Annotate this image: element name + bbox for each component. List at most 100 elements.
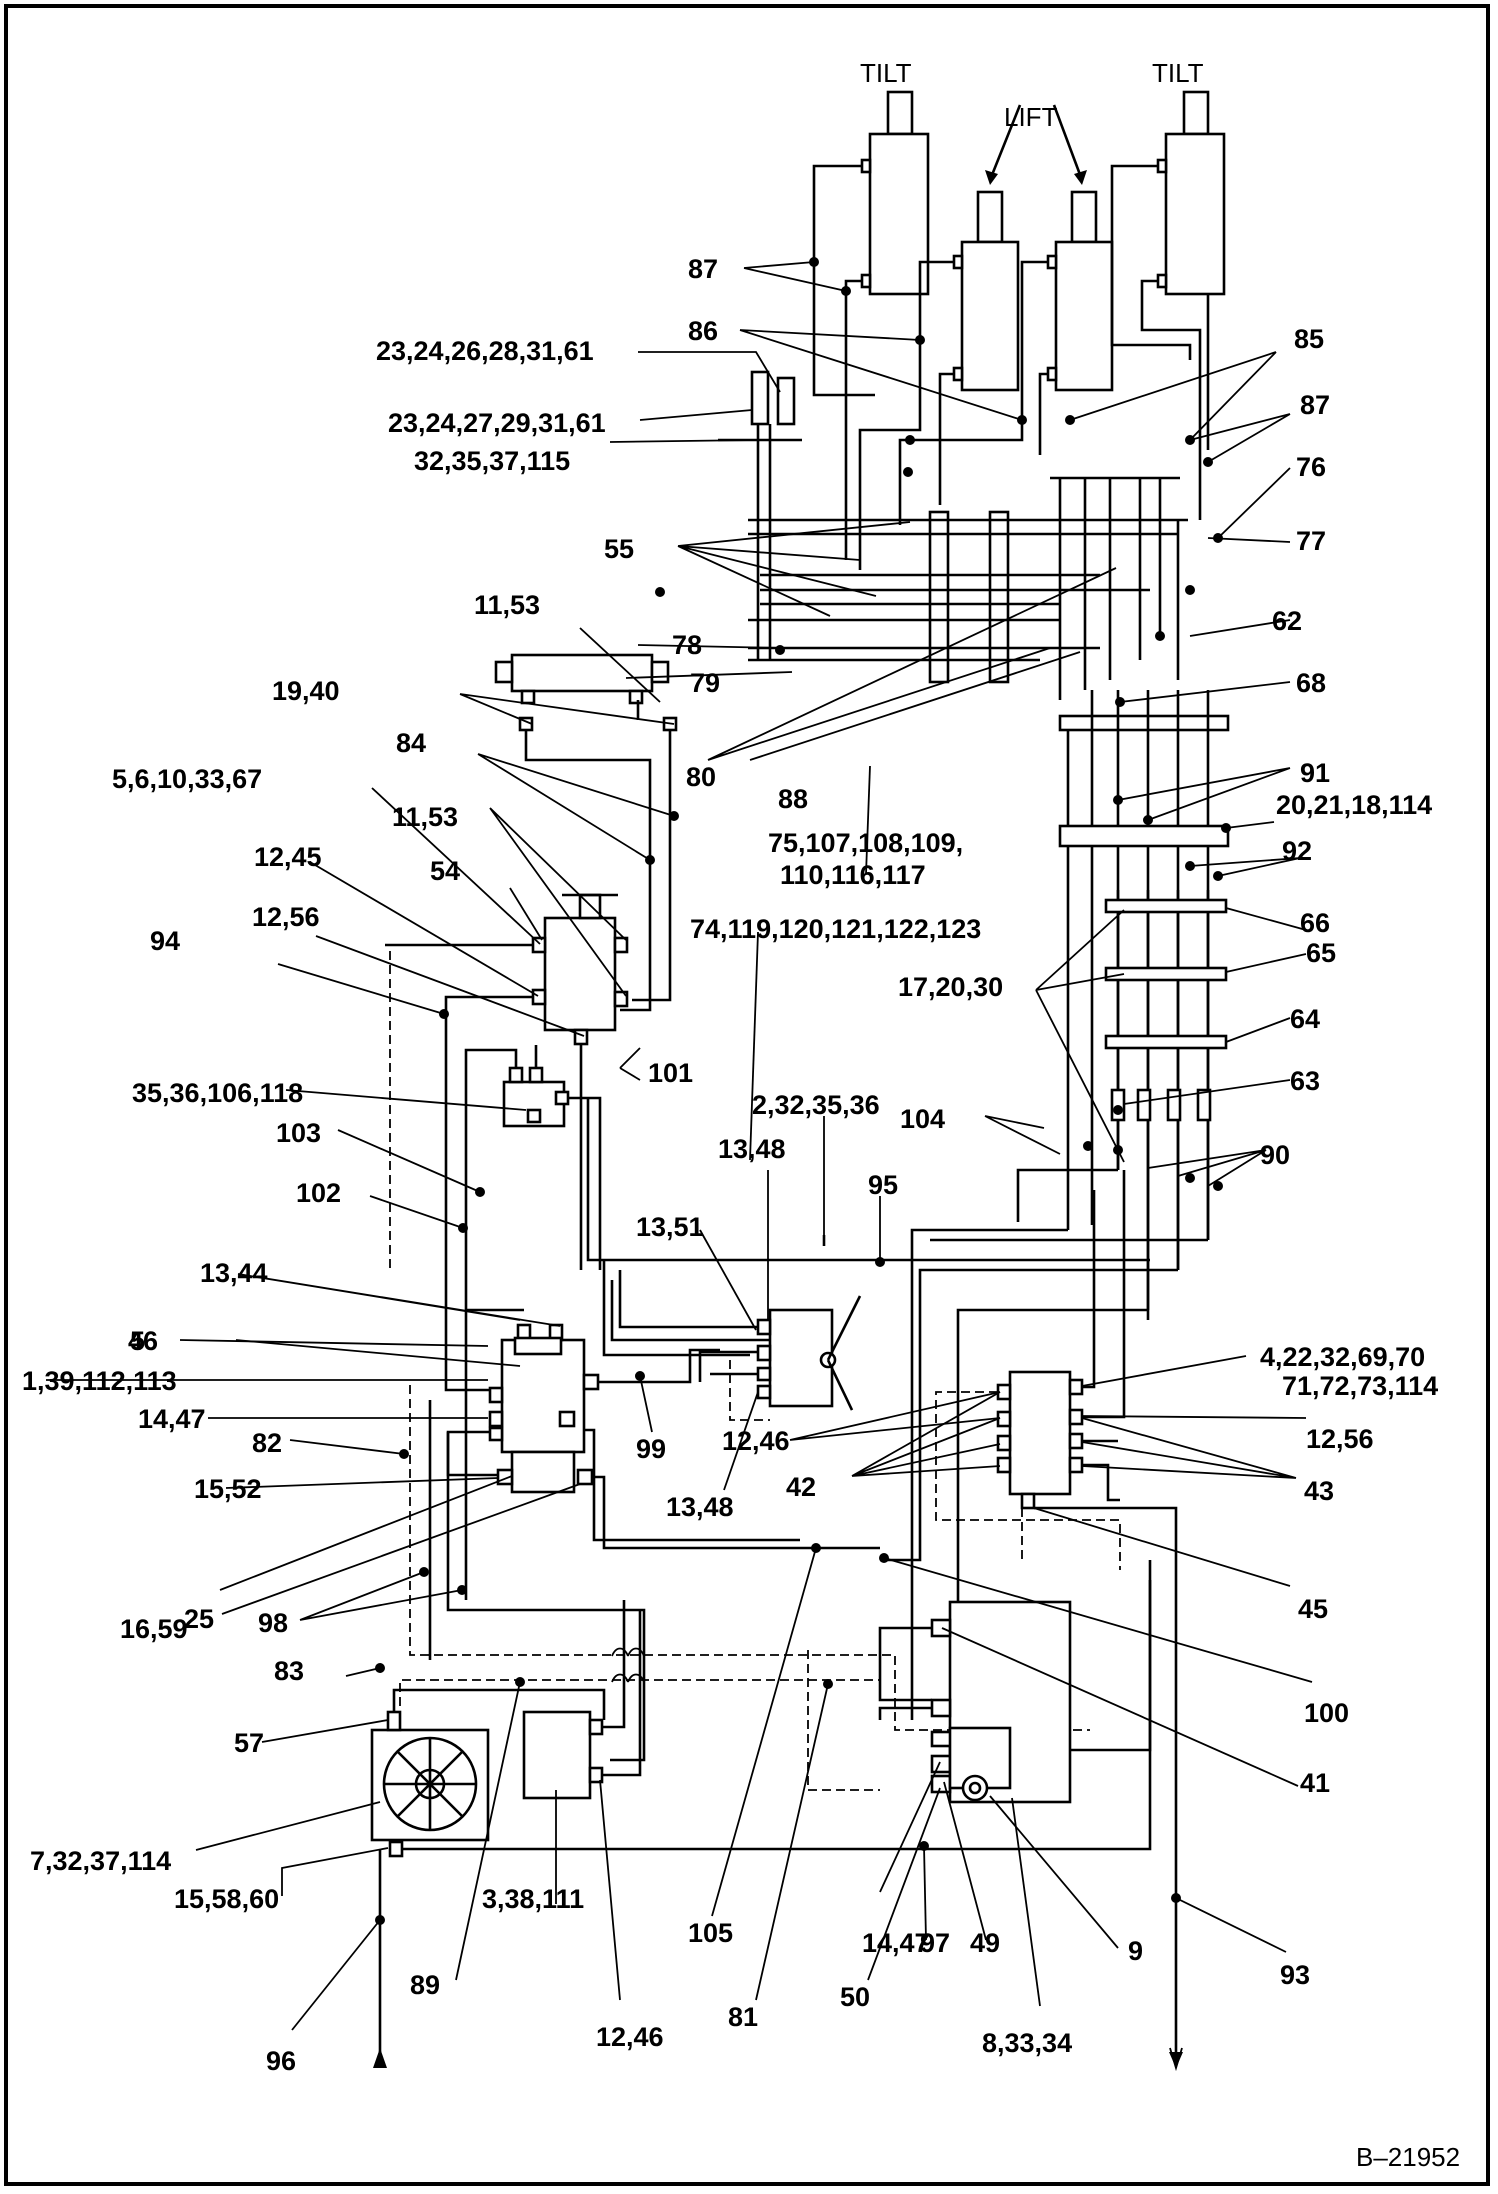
callout-label: 2,32,35,36 (752, 1090, 880, 1120)
callout-label: 46 (128, 1326, 158, 1356)
hose-bundle-right (1058, 690, 1230, 1320)
callout-label: 14,47 (138, 1404, 206, 1434)
hydraulic-filter (522, 1710, 604, 1800)
callout-label: 71,72,73,114 (1282, 1371, 1438, 1401)
hydrostatic-pump (488, 1323, 600, 1494)
callout-label: 13,48 (718, 1134, 786, 1164)
callout-label: 23,24,26,28,31,61 (376, 336, 594, 366)
callout-label: 43 (1304, 1476, 1334, 1506)
callout-label: 25 (184, 1604, 214, 1634)
callout-label: 41 (1300, 1768, 1330, 1798)
callout-label: 42 (786, 1472, 816, 1502)
main-control-valve (748, 476, 1188, 700)
callout-label: 95 (868, 1170, 898, 1200)
selector-valve (531, 893, 629, 1046)
callout-label: 86 (688, 316, 718, 346)
callout-label: 102 (296, 1178, 341, 1208)
tilt-cylinder-left (860, 90, 930, 296)
flow-control-valve (756, 1235, 862, 1411)
tilt-heading-right: TILT (1152, 58, 1204, 88)
callout-label: 5 (130, 1326, 145, 1356)
callout-label: 13,44 (200, 1258, 268, 1288)
callout-label: 87 (1300, 390, 1330, 420)
oil-cooler-fan (370, 1710, 490, 1858)
callout-label: 12,45 (254, 842, 322, 872)
callout-label: 12,56 (1306, 1424, 1374, 1454)
callout-label: 87 (688, 254, 718, 284)
lift-arrow-left (988, 104, 1022, 181)
callout-label: 68 (1296, 668, 1326, 698)
callout-label: 74,119,120,121,122,123 (690, 914, 981, 944)
callout-label: 45 (1298, 1594, 1328, 1624)
callout-label: 93 (1280, 1960, 1310, 1990)
callout-label: 15,52 (194, 1474, 262, 1504)
callout-label: 96 (266, 2046, 296, 2076)
callout-labels: 87 86 23,24,26,28,31,61 85 23,24,27,29,31,61… (22, 254, 1438, 2076)
lift-cylinder-right (1046, 190, 1114, 392)
callout-label: 88 (778, 784, 808, 814)
callout-label: 77 (1296, 526, 1326, 556)
tilt-heading-left: TILT (860, 58, 912, 88)
callout-label: 9 (1128, 1936, 1143, 1966)
callout-label: 13,48 (666, 1492, 734, 1522)
callout-label: 81 (728, 2002, 758, 2032)
callout-label: 5,6,10,33,67 (112, 764, 262, 794)
figure-id: B–21952 (1356, 2142, 1460, 2172)
callout-label: 3,38,111 (482, 1884, 584, 1914)
callout-label: 35,36,106,118 (132, 1078, 303, 1108)
solenoid-valve (502, 1066, 570, 1128)
lift-heading: LIFT (1004, 102, 1058, 132)
callout-label: 7,32,37,114 (30, 1846, 171, 1876)
diagram-frame (4, 4, 1490, 2186)
callout-label: 110,116,117 (780, 860, 926, 890)
callout-label: 23,24,27,29,31,61 (388, 408, 606, 438)
main-pump-assembly (930, 1600, 1072, 1804)
callout-label: 13,51 (636, 1212, 704, 1242)
callout-label: 12,56 (252, 902, 320, 932)
callout-label: 62 (1272, 606, 1302, 636)
callout-label: 75,107,108,109, (768, 828, 963, 858)
pump-manifold (513, 1336, 563, 1356)
callout-label: 55 (604, 534, 634, 564)
callout-label: 17,20,30 (898, 972, 1003, 1002)
callout-label: 84 (396, 728, 426, 758)
callout-label: 92 (1282, 836, 1312, 866)
callout-label: 12,46 (722, 1426, 790, 1456)
callout-label: 8,33,34 (982, 2028, 1072, 2058)
callout-label: 11,53 (392, 802, 458, 832)
callout-label: 82 (252, 1428, 282, 1458)
lift-cylinder-left (952, 190, 1020, 392)
callout-label: 94 (150, 926, 180, 956)
callout-label: 97 (920, 1928, 950, 1958)
callout-label: 78 (672, 630, 702, 660)
lift-arrow-right (1052, 104, 1084, 181)
hand-control-valve (718, 370, 802, 660)
callout-label: 103 (276, 1118, 321, 1148)
callout-label: 91 (1300, 758, 1330, 788)
callout-label: 57 (234, 1728, 264, 1758)
callout-label: 16,59 (120, 1614, 188, 1644)
callout-label: 79 (690, 668, 720, 698)
callout-label: 49 (970, 1928, 1000, 1958)
hydraulic-reservoir (494, 653, 678, 732)
callout-label: 85 (1294, 324, 1324, 354)
callout-label: 105 (688, 1918, 733, 1948)
leader-lines (46, 261, 1313, 2031)
callout-label: 98 (258, 1608, 288, 1638)
callout-label: 89 (410, 1970, 440, 2000)
callout-label: 32,35,37,115 (414, 446, 570, 476)
callout-label: 80 (686, 762, 716, 792)
callout-label: 20,21,18,114 (1276, 790, 1432, 820)
callout-label: 99 (636, 1434, 666, 1464)
callout-label: 19,40 (272, 676, 340, 706)
callout-label: 15,58,60 (174, 1884, 279, 1914)
callout-label: 50 (840, 1982, 870, 2012)
callout-label: 12,46 (596, 2022, 664, 2052)
callout-label: 1,39,112,113 (22, 1366, 177, 1396)
callout-label: 100 (1304, 1698, 1349, 1728)
callout-label: 54 (430, 856, 460, 886)
callout-label: 63 (1290, 1066, 1320, 1096)
callout-label: 64 (1290, 1004, 1320, 1034)
callout-label: 14,47 (862, 1928, 930, 1958)
